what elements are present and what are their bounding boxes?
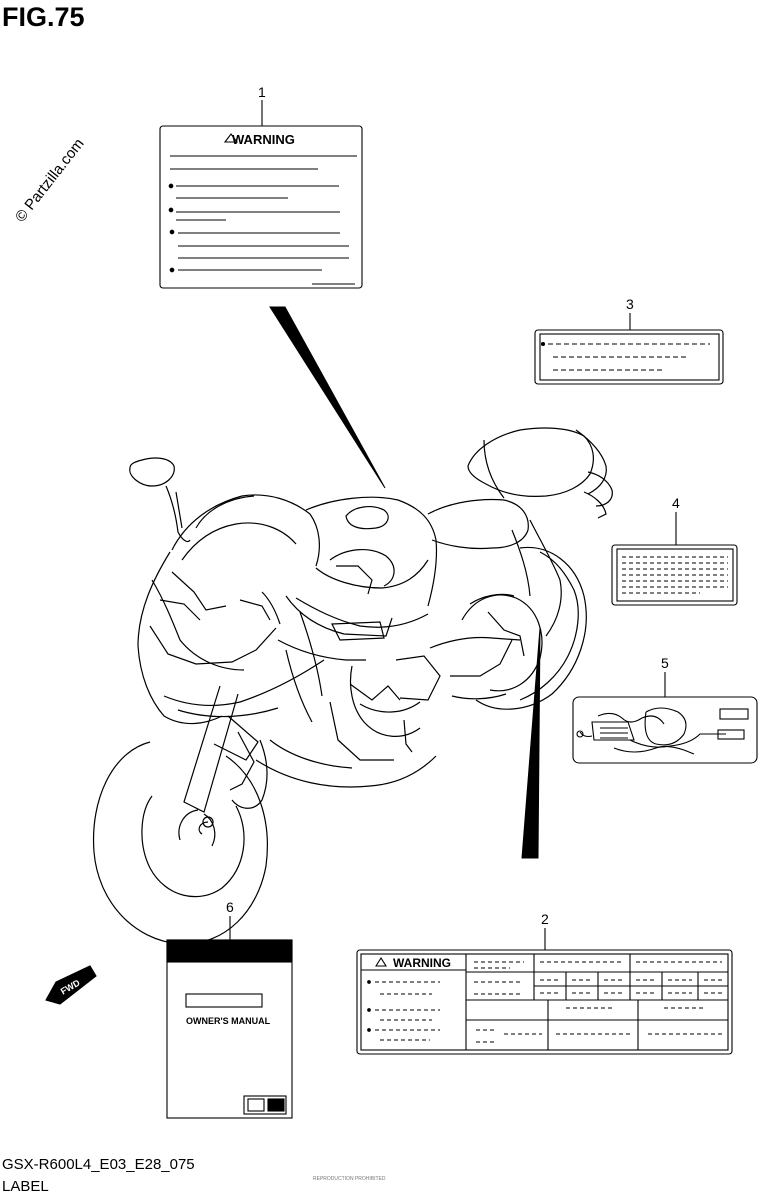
section-name: LABEL bbox=[2, 1178, 49, 1195]
fine-print: REPRODUCTION PROHIBITED bbox=[313, 1176, 386, 1182]
label-3 bbox=[548, 343, 710, 371]
callout-6: 6 bbox=[226, 899, 234, 915]
motorcycle-outline bbox=[92, 427, 613, 945]
label-1-warning-text: WARNING bbox=[232, 132, 295, 147]
callout-5: 5 bbox=[661, 655, 669, 671]
label-2-warning-text: WARNING bbox=[393, 956, 451, 970]
callout-4: 4 bbox=[672, 495, 680, 511]
label-1-warning bbox=[159, 125, 363, 289]
callout-1: 1 bbox=[258, 84, 266, 100]
callout-3: 3 bbox=[626, 296, 634, 312]
model-code: GSX-R600L4_E03_E28_075 bbox=[2, 1156, 195, 1173]
owners-manual-text: OWNER'S MANUAL bbox=[186, 1016, 271, 1026]
figure-title: FIG.75 bbox=[2, 2, 85, 32]
callout-2: 2 bbox=[541, 911, 549, 927]
